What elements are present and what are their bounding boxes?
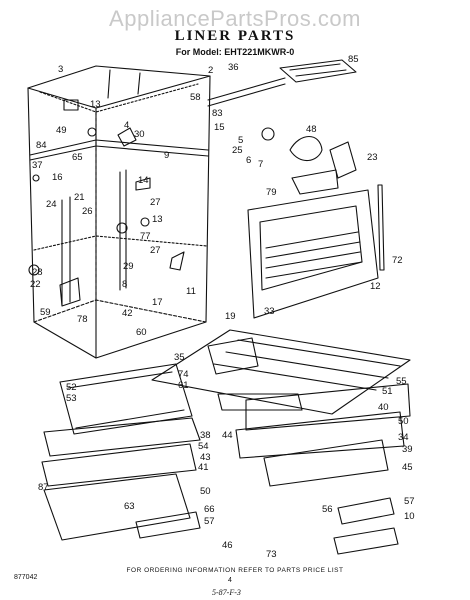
callout-27: 27 <box>150 197 161 208</box>
callout-17: 17 <box>152 297 163 308</box>
control-housing <box>207 59 357 195</box>
crisper-assembly <box>41 363 399 555</box>
callout-16: 16 <box>52 172 63 183</box>
callout-8: 8 <box>122 279 127 290</box>
callout-73: 73 <box>266 549 277 560</box>
callout-66: 66 <box>204 504 215 515</box>
ordering-note: FOR ORDERING INFORMATION REFER TO PARTS … <box>126 567 344 574</box>
callout-37: 37 <box>32 160 43 171</box>
callout-29: 29 <box>123 261 134 272</box>
callout-12: 12 <box>370 281 381 292</box>
callout-57: 57 <box>404 496 415 507</box>
callout-11: 11 <box>186 286 196 297</box>
callout-13: 13 <box>152 214 163 225</box>
callout-5: 5 <box>238 135 243 146</box>
callout-10: 10 <box>404 511 415 522</box>
callout-24: 24 <box>46 199 57 210</box>
callout-77: 77 <box>140 231 151 242</box>
callout-56: 56 <box>322 504 333 515</box>
callout-39: 39 <box>402 444 413 455</box>
model-line: For Model: EHT221MKWR-0 <box>175 47 295 57</box>
callout-51: 51 <box>382 386 393 397</box>
revision-mark: 5-87-F-3 <box>212 588 241 597</box>
document-number: 877042 <box>14 574 38 581</box>
callout-72: 72 <box>392 255 403 266</box>
callout-44: 44 <box>222 430 233 441</box>
callout-43: 43 <box>200 452 211 463</box>
callout-22: 22 <box>30 279 41 290</box>
callout-15: 15 <box>214 122 225 133</box>
callout-60: 60 <box>136 327 147 338</box>
callout-27: 27 <box>150 245 161 256</box>
callout-46: 46 <box>222 540 233 551</box>
callout-79: 79 <box>266 187 277 198</box>
callout-54: 54 <box>198 441 209 452</box>
freezer-back-panel <box>247 184 385 319</box>
callout-55: 55 <box>396 376 407 387</box>
callout-14: 14 <box>138 175 149 186</box>
callout-2: 2 <box>208 65 213 76</box>
callout-50: 50 <box>200 486 211 497</box>
callout-78: 78 <box>77 314 88 325</box>
callout-57: 57 <box>204 516 215 527</box>
callout-53: 53 <box>66 393 77 404</box>
callout-83: 83 <box>212 108 223 119</box>
callout-4: 4 <box>124 120 129 131</box>
diagram-title: LINER PARTS <box>174 28 296 44</box>
shelves <box>151 329 411 487</box>
callout-40: 40 <box>378 402 389 413</box>
callout-23: 23 <box>367 152 378 163</box>
callout-85: 85 <box>348 54 359 65</box>
callout-87: 87 <box>38 482 49 493</box>
callout-42: 42 <box>122 308 133 319</box>
callout-49: 49 <box>56 125 67 136</box>
callout-3: 3 <box>58 64 63 75</box>
callout-19: 19 <box>225 311 236 322</box>
callout-84: 84 <box>36 140 47 151</box>
liner-cabinet <box>27 65 211 359</box>
callout-58: 58 <box>190 92 201 103</box>
callout-38: 38 <box>200 430 211 441</box>
callout-25: 25 <box>232 145 243 156</box>
callout-21: 21 <box>74 192 85 203</box>
callout-48: 48 <box>306 124 317 135</box>
callout-30: 30 <box>134 129 145 140</box>
callout-36: 36 <box>228 62 239 73</box>
callout-52: 52 <box>66 382 77 393</box>
callout-41: 41 <box>198 462 209 473</box>
callout-9: 9 <box>164 150 169 161</box>
callout-65: 65 <box>72 152 83 163</box>
callout-74: 74 <box>178 369 189 380</box>
callout-61: 61 <box>178 380 189 391</box>
callout-35: 35 <box>174 352 185 363</box>
callout-28: 28 <box>32 267 43 278</box>
callout-26: 26 <box>82 206 93 217</box>
callout-45: 45 <box>402 462 413 473</box>
callout-33: 33 <box>264 306 275 317</box>
page-number: 4 <box>228 577 232 584</box>
callout-59: 59 <box>40 307 51 318</box>
callout-63: 63 <box>124 501 135 512</box>
callout-6: 6 <box>246 155 251 166</box>
callout-13: 13 <box>90 99 101 110</box>
callout-34: 34 <box>398 432 409 443</box>
callout-7: 7 <box>258 159 263 170</box>
callout-50: 50 <box>398 416 409 427</box>
